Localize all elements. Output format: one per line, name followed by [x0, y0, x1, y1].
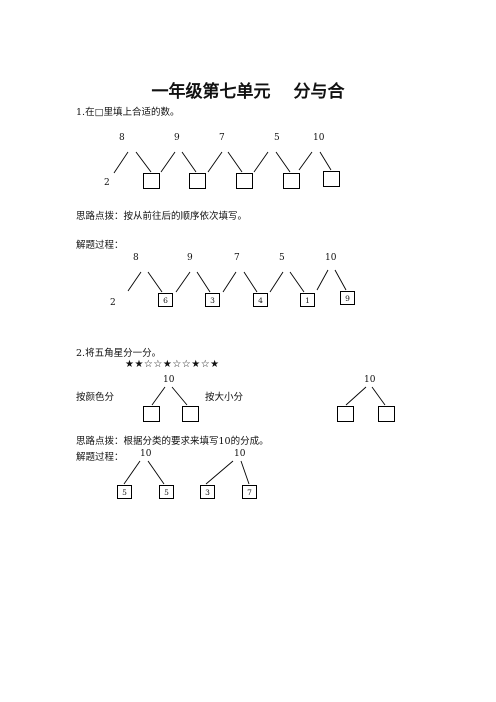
branch-line — [113, 151, 129, 174]
q2-solution-answer: 5 — [159, 485, 174, 499]
branch-line — [181, 151, 197, 173]
branch-line — [275, 151, 291, 173]
branch-line — [135, 151, 152, 173]
q1-solution-answer: 4 — [253, 293, 268, 307]
q1-top-number: 10 — [313, 133, 325, 143]
branch-line — [196, 271, 211, 293]
q1-answer-box[interactable] — [143, 173, 160, 189]
q2-right-top-number: 10 — [364, 375, 376, 385]
q2-solution-top-number: 10 — [234, 449, 246, 459]
branch-line — [243, 271, 258, 293]
q2-solution-top-number: 10 — [140, 449, 152, 459]
q2-answer-box[interactable] — [182, 406, 199, 422]
q1-top-number: 8 — [119, 133, 125, 143]
branch-line — [127, 271, 142, 292]
q2-solution-answer: 5 — [117, 485, 132, 499]
q2-prompt: 2.将五角星分一分。 — [76, 348, 162, 359]
q1-solution-given-number: 2 — [110, 298, 116, 308]
q1-top-number: 5 — [274, 133, 280, 143]
branch-line — [147, 460, 165, 485]
q1-given-number: 2 — [104, 178, 110, 188]
star-row: ★★☆☆★☆☆★☆★ — [125, 359, 220, 370]
branch-line — [319, 151, 332, 171]
page-title: 一年级第七单元 分与合 — [151, 82, 345, 102]
q1-hint: 思路点拨：按从前往后的顺序依次填写。 — [76, 211, 248, 222]
branch-line — [205, 460, 234, 485]
branch-line — [171, 386, 188, 406]
q1-solution-label: 解题过程： — [76, 240, 124, 251]
branch-line — [123, 460, 141, 485]
branch-line — [240, 460, 250, 485]
q1-solution-top-number: 10 — [325, 253, 337, 263]
by-size-label: 按大小分 — [205, 392, 244, 403]
q2-solution-label: 解题过程： — [76, 452, 124, 463]
q2-answer-box[interactable] — [378, 406, 395, 422]
q2-left-top-number: 10 — [163, 375, 175, 385]
q2-answer-box[interactable] — [143, 406, 160, 422]
q1-solution-top-number: 5 — [279, 253, 285, 263]
branch-line — [253, 151, 269, 173]
branch-line — [222, 271, 237, 293]
branch-line — [160, 151, 176, 173]
q1-answer-box[interactable] — [189, 173, 206, 189]
q1-solution-answer: 6 — [158, 293, 173, 307]
branch-line — [147, 271, 163, 293]
branch-line — [151, 386, 166, 406]
branch-line — [269, 271, 284, 293]
q2-hint: 思路点拨：根据分类的要求来填写10的分成。 — [76, 436, 269, 447]
q2-solution-answer: 3 — [200, 485, 215, 499]
q1-solution-top-number: 9 — [187, 253, 193, 263]
branch-line — [289, 271, 305, 293]
q1-top-number: 9 — [174, 133, 180, 143]
q2-solution-answer: 7 — [242, 485, 257, 499]
q2-answer-box[interactable] — [337, 406, 354, 422]
branch-line — [207, 151, 223, 173]
branch-line — [371, 386, 386, 406]
q1-solution-answer: 1 — [300, 293, 315, 307]
branch-line — [334, 269, 347, 291]
branch-line — [345, 386, 367, 406]
branch-line — [227, 151, 243, 173]
q1-solution-answer: 3 — [205, 293, 220, 307]
branch-line — [316, 269, 329, 291]
branch-line — [298, 151, 313, 171]
q1-solution-top-number: 7 — [234, 253, 240, 263]
q1-answer-box[interactable] — [283, 173, 300, 189]
q1-top-number: 7 — [219, 133, 225, 143]
q1-solution-top-number: 8 — [133, 253, 139, 263]
by-color-label: 按颜色分 — [76, 392, 115, 403]
q1-solution-answer: 9 — [340, 291, 355, 305]
branch-line — [175, 271, 191, 293]
q1-prompt: 1.在□里填上合适的数。 — [76, 107, 180, 118]
q1-answer-box[interactable] — [323, 171, 340, 187]
q1-answer-box[interactable] — [236, 173, 253, 189]
